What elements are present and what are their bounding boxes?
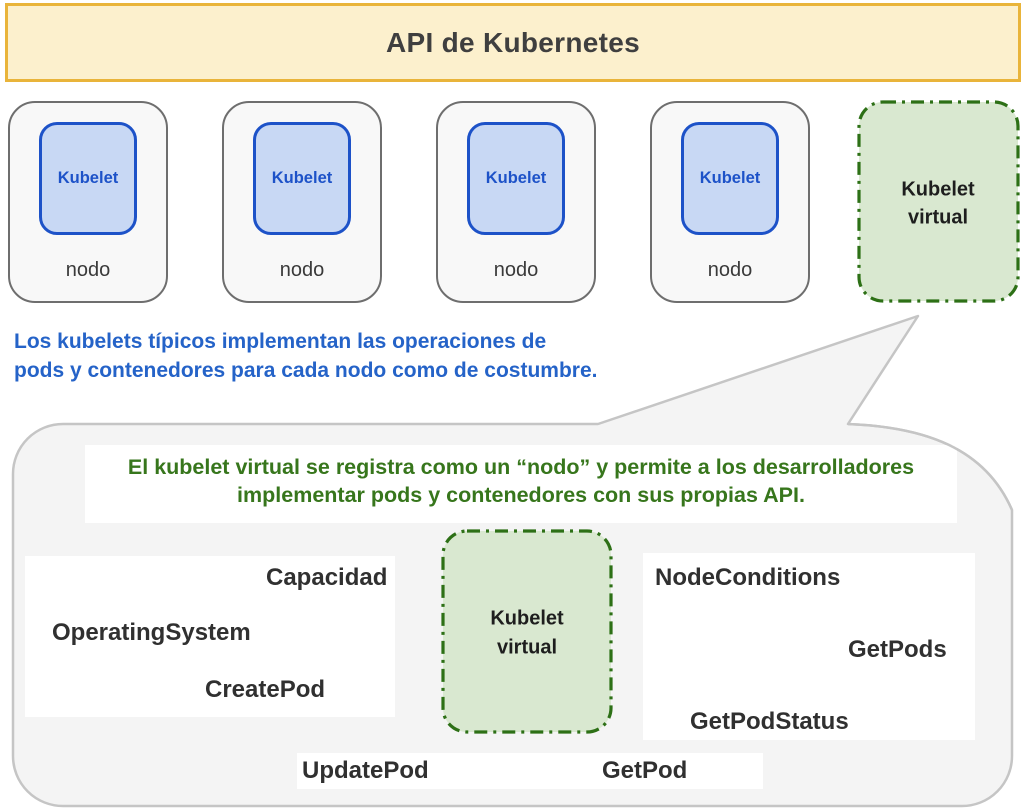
bubble-corner-stroke [847,422,1014,511]
virtual-kubelet-node-label-line1: Kubelet [901,178,975,201]
api-label-operatingsystem: OperatingSystem [52,619,251,646]
node-box-1: Kubelet nodo [8,101,168,303]
callout-heading-line1: El kubelet virtual se registra como un “… [127,455,915,479]
banner-title: API de Kubernetes [385,26,641,58]
kubelet-label: Kubelet [699,169,761,187]
node-box-4: Kubelet nodo [650,101,810,303]
node-label: nodo [279,259,325,281]
node-box-2: Kubelet nodo [222,101,382,303]
api-label-createpod: CreatePod [205,676,326,703]
api-label-nodeconditions: NodeConditions [655,564,841,591]
left-api-panel [25,556,395,717]
virtual-kubelet-callout-label-line2: virtual [496,636,558,659]
api-label-getpods: GetPods [848,636,947,663]
typical-kubelets-note-line2: pods y contenedores para cada nodo como … [14,359,598,382]
kubelet-label: Kubelet [485,169,547,187]
node-label: nodo [65,259,111,281]
kubelet-label: Kubelet [271,169,333,187]
typical-kubelets-note-line1: Los kubelets típicos implementan las ope… [14,330,547,353]
kubelet-box-3: Kubelet [467,122,565,235]
virtual-kubelet-callout-box [441,529,613,734]
api-label-getpodstatus: GetPodStatus [690,708,849,735]
kubelet-box-2: Kubelet [253,122,351,235]
api-label-updatepod: UpdatePod [302,757,429,784]
virtual-kubelet-node-label-line2: virtual [907,206,969,229]
typical-kubelets-note: Los kubelets típicos implementan las ope… [14,327,597,385]
kubelet-box-4: Kubelet [681,122,779,235]
callout-heading-panel [85,445,957,523]
virtual-kubelet-callout-label-line1: Kubelet [490,607,564,630]
kubelet-label: Kubelet [57,169,119,187]
virtual-kubelet-node-box [857,100,1020,303]
node-box-3: Kubelet nodo [436,101,596,303]
callout-heading-line2: implementar pods y contenedores con sus … [237,483,805,507]
right-api-panel [643,553,975,740]
node-label: nodo [493,259,539,281]
node-label: nodo [707,259,753,281]
api-label-capacidad: Capacidad [266,564,388,591]
bottom-api-panel [297,753,763,789]
api-kubernetes-banner: API de Kubernetes [5,3,1021,82]
api-label-getpod: GetPod [602,757,688,784]
callout-heading: El kubelet virtual se registra como un “… [128,453,914,509]
kubelet-box-1: Kubelet [39,122,137,235]
